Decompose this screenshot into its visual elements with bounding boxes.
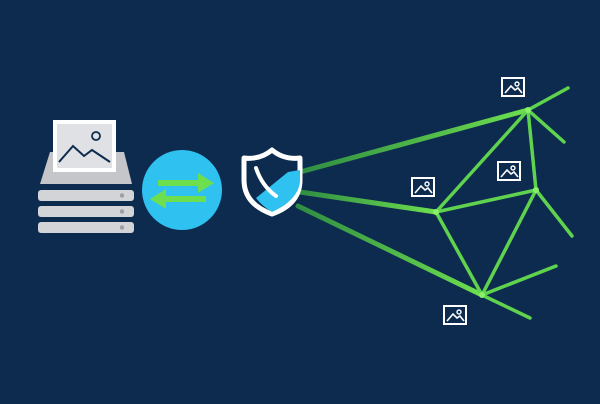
image-thumbnail: [501, 77, 525, 97]
sync-exchange: [142, 150, 222, 230]
server-image-icon: [53, 120, 116, 172]
image-thumbnail: [443, 305, 467, 325]
security-shield: [241, 147, 303, 217]
cdn-network: [295, 86, 574, 320]
image-thumbnail: [497, 161, 521, 181]
shield-icon: [241, 147, 303, 217]
image-server: [38, 120, 134, 233]
two-way-arrows-icon: [150, 173, 214, 209]
image-thumbnail: [411, 177, 435, 197]
